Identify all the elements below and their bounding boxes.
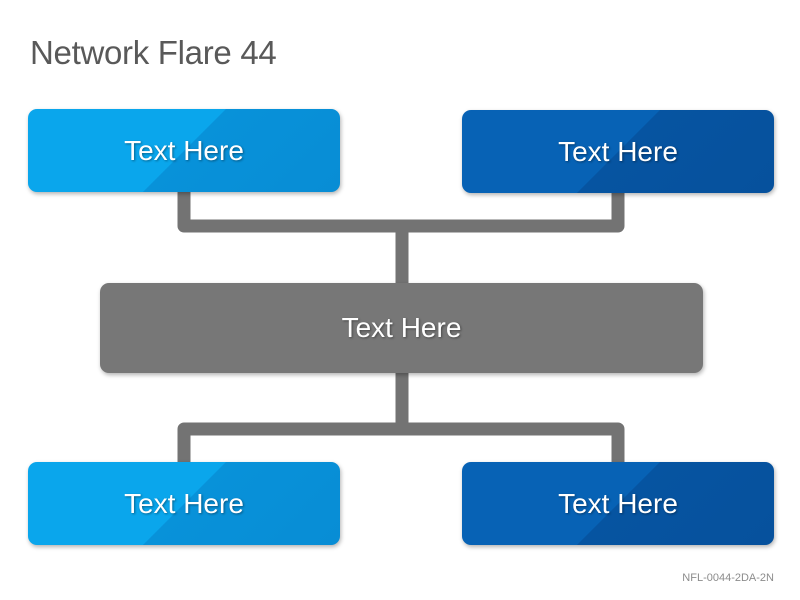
node-bottom-right-label: Text Here <box>558 487 678 519</box>
node-center-label: Text Here <box>341 312 462 343</box>
node-bottom-left-label: Text Here <box>124 487 244 519</box>
node-top-right-label: Text Here <box>558 135 678 167</box>
node-bottom-left[interactable]: Text Here <box>28 462 340 545</box>
page-title: Network Flare 44 <box>30 34 277 71</box>
footer-code: NFL-0044-2DA-2N <box>682 572 774 584</box>
node-top-left[interactable]: Text Here <box>28 109 340 192</box>
node-bottom-right[interactable]: Text Here <box>462 462 774 545</box>
node-top-left-label: Text Here <box>124 134 244 166</box>
node-center[interactable]: Text Here <box>100 283 703 373</box>
connector-bottom <box>177 422 625 470</box>
node-top-right[interactable]: Text Here <box>462 110 774 193</box>
